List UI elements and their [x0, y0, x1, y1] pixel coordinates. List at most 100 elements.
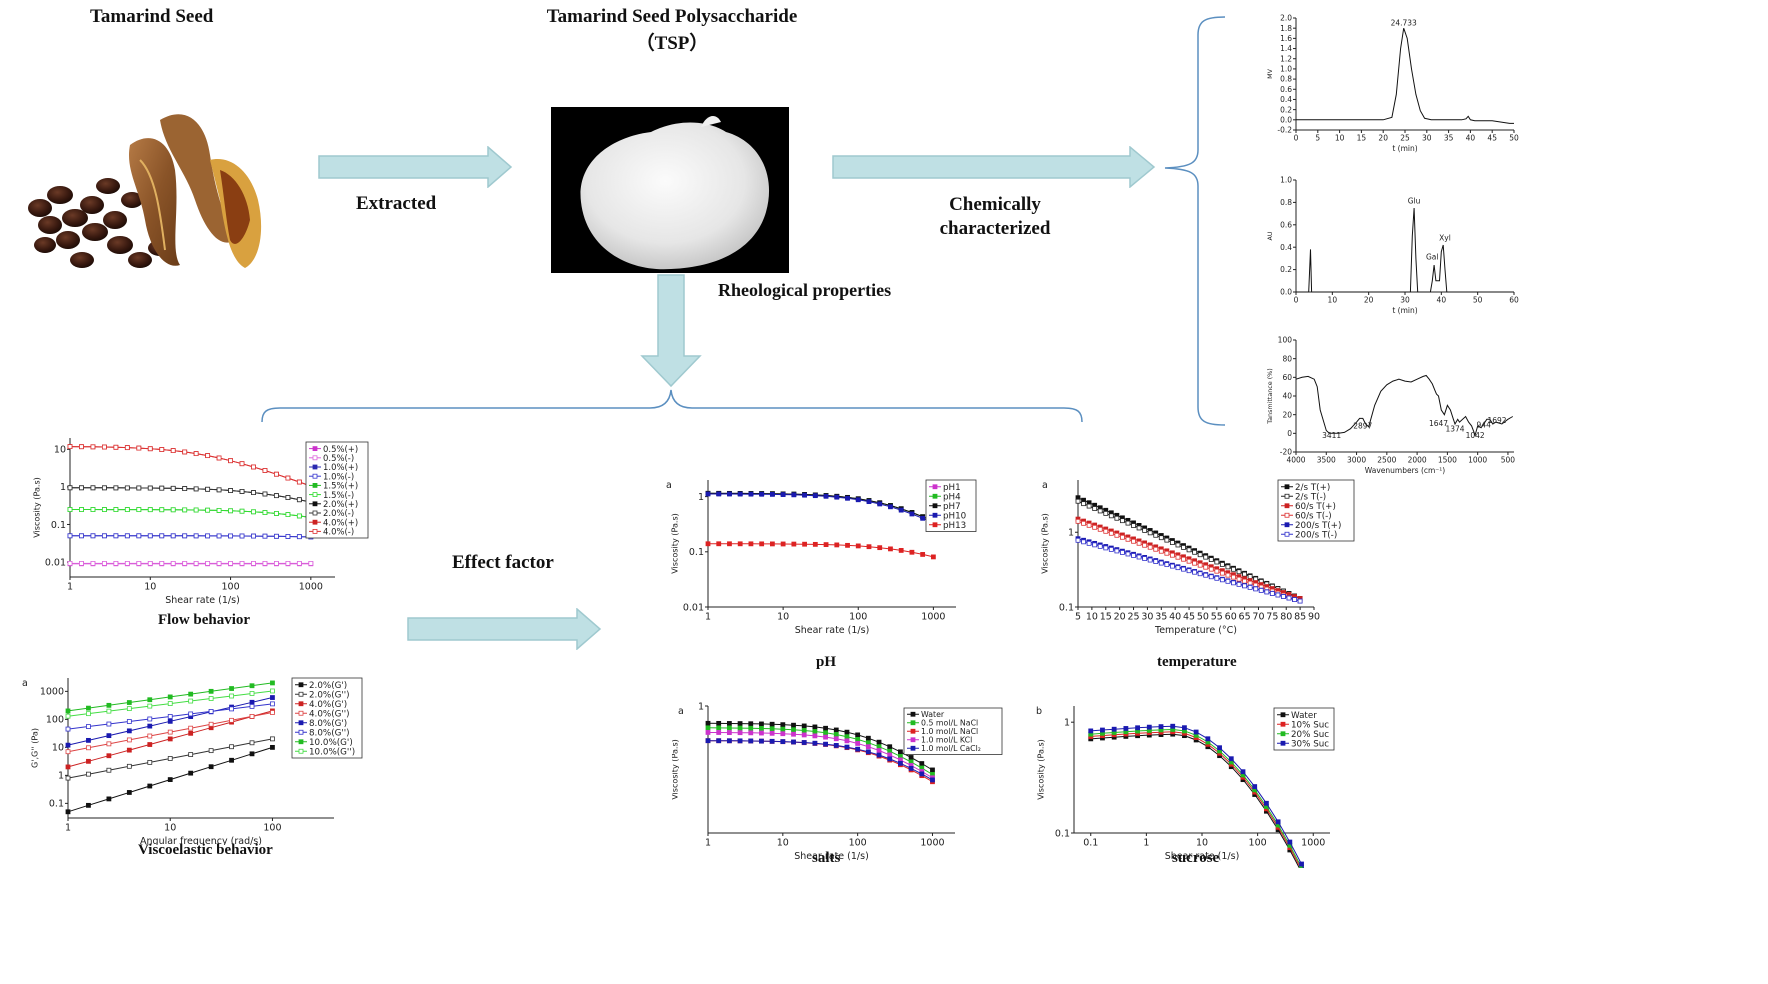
legend-label: pH1: [943, 483, 961, 493]
legend-label: pH4: [943, 493, 961, 503]
legend-marker: [1280, 712, 1286, 718]
data-point: [65, 775, 71, 781]
effect-factor-arrow: [407, 608, 602, 650]
data-point: [1231, 574, 1236, 580]
data-point: [833, 727, 839, 733]
data-point: [759, 491, 765, 497]
data-point: [1275, 819, 1281, 825]
x-tick-label: 45: [1183, 612, 1195, 623]
legend-label: 2/s T(+): [1295, 483, 1330, 493]
legend-marker: [312, 519, 318, 525]
series-group: [65, 680, 275, 815]
series-30% Suc: [1088, 723, 1305, 868]
data-point: [251, 561, 256, 566]
data-point: [79, 507, 84, 512]
data-point: [67, 485, 73, 491]
legend-label: 1.0 mol/L CaCl₂: [921, 744, 981, 753]
data-point: [113, 507, 119, 512]
data-point: [65, 764, 71, 770]
x-tick-label: 40: [1169, 612, 1181, 623]
data-point: [1214, 575, 1220, 581]
data-point: [1108, 513, 1114, 519]
data-point: [208, 721, 214, 727]
data-point: [845, 495, 850, 501]
tamarind-seed-title: Tamarind Seed: [90, 6, 214, 27]
data-point: [1208, 574, 1214, 580]
legend-label: pH13: [943, 521, 966, 531]
data-point: [270, 744, 275, 750]
y-tick-label: 2.0: [1280, 14, 1292, 23]
data-point: [1114, 532, 1120, 538]
data-point: [182, 449, 188, 455]
data-point: [249, 703, 255, 709]
data-point: [251, 509, 256, 515]
data-point: [812, 729, 818, 734]
legend-marker: [932, 493, 938, 499]
legend: 2.0%(G')2.0%(G'')4.0%(G')4.0%(G'')8.0%(G…: [291, 677, 363, 759]
data-point: [239, 489, 245, 494]
series-line-0: [1295, 374, 1514, 437]
data-point: [159, 507, 165, 513]
data-point: [1247, 580, 1253, 586]
data-point: [737, 730, 743, 736]
data-point: [823, 725, 828, 731]
flow-behavior-caption: Flow behavior: [158, 612, 251, 628]
data-point: [216, 487, 222, 493]
data-point: [855, 732, 861, 738]
legend-label: 10.0%(G''): [309, 748, 355, 758]
ph-caption: pH: [816, 654, 837, 670]
data-point: [844, 744, 850, 750]
data-point: [1175, 542, 1181, 548]
series-line: [70, 487, 311, 503]
data-point: [1153, 532, 1159, 538]
data-point: [748, 730, 754, 736]
rheological-properties-label: Rheological properties: [718, 280, 892, 300]
x-tick-label: 10: [777, 838, 789, 849]
x-tick-label: 65: [1239, 612, 1251, 623]
data-point: [1086, 540, 1092, 546]
data-point: [1231, 580, 1236, 586]
data-point: [1120, 534, 1125, 540]
x-tick-label: 100: [221, 582, 239, 593]
viscoelastic-behavior-caption: Viscoelastic behavior: [138, 842, 273, 858]
data-point: [262, 510, 268, 515]
effect-factor-label: Effect factor: [452, 552, 554, 573]
data-point: [229, 744, 234, 750]
extracted-label: Extracted: [356, 193, 437, 214]
annotation: 1647: [1429, 419, 1448, 428]
legend-label: 60/s T(+): [1295, 502, 1336, 512]
data-point: [1125, 551, 1131, 557]
data-point: [908, 755, 914, 760]
data-point: [262, 491, 268, 497]
data-point: [1192, 569, 1198, 575]
x-tick-label: 50: [1197, 612, 1209, 623]
x-axis-label: Shear rate (1/s): [1165, 851, 1240, 862]
data-point: [147, 507, 153, 513]
data-point: [249, 740, 255, 746]
series-4.0%(G''): [65, 710, 275, 755]
data-point: [727, 541, 732, 547]
data-point: [748, 541, 754, 547]
data-point: [780, 541, 786, 547]
data-point: [113, 561, 119, 566]
data-point: [737, 738, 743, 744]
y-tick-label: 1: [698, 492, 704, 503]
data-point: [86, 711, 91, 717]
x-axis-label: Shear rate (1/s): [795, 625, 870, 636]
x-axis-label: Temperature (°C): [1154, 625, 1237, 636]
data-point: [1208, 557, 1214, 562]
data-point: [876, 748, 882, 753]
data-point: [1103, 510, 1109, 516]
data-point: [705, 541, 711, 547]
data-point: [274, 533, 279, 539]
data-point: [65, 742, 71, 748]
legend-marker: [312, 473, 318, 479]
y-tick-label: 10: [52, 743, 64, 754]
data-point: [1103, 545, 1109, 551]
data-point: [124, 561, 130, 566]
data-point: [270, 736, 275, 742]
data-point: [823, 734, 828, 740]
series-4.0%(-): [67, 444, 314, 489]
y-tick-label: 0.0: [1280, 288, 1292, 297]
